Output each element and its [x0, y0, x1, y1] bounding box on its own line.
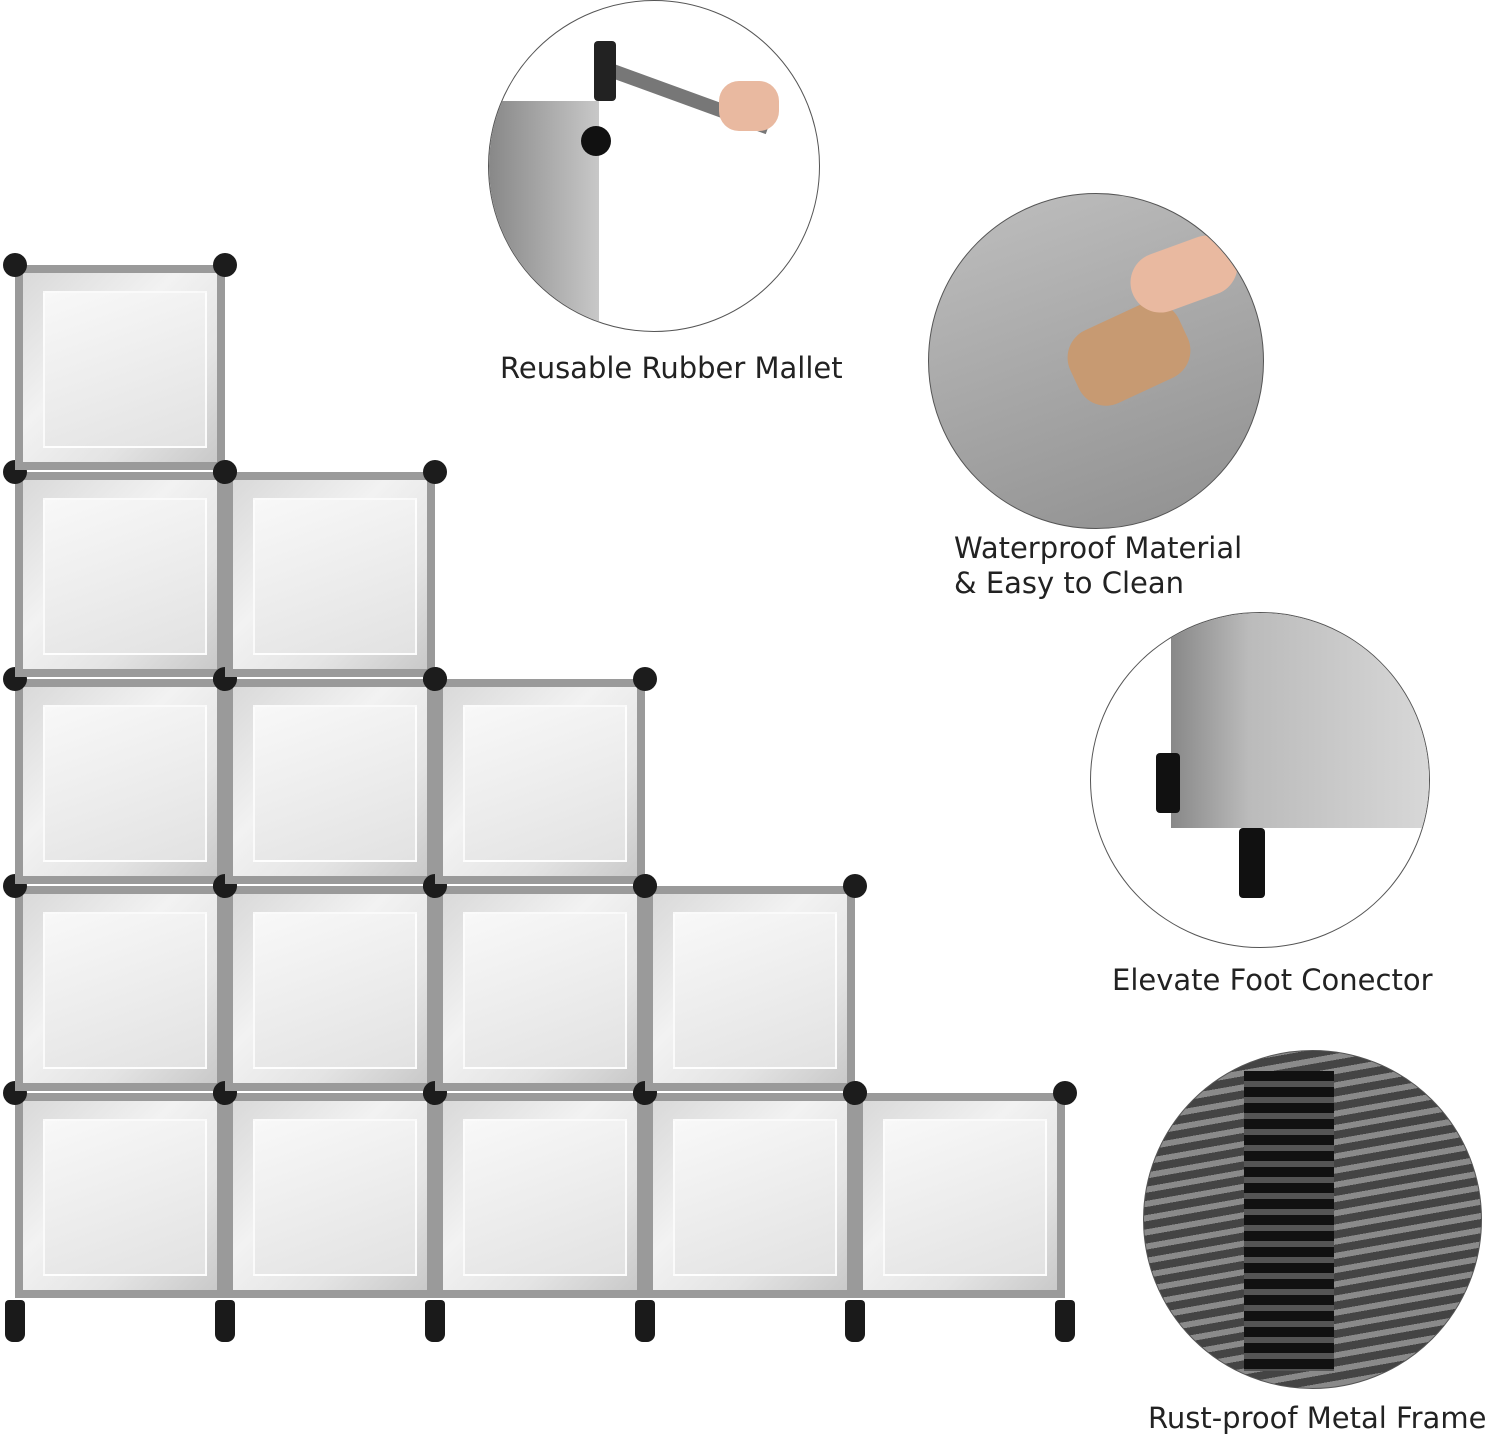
- storage-cube: [645, 886, 855, 1091]
- storage-cube: [15, 265, 225, 470]
- connector-knob: [423, 667, 447, 691]
- feature-caption-mallet: Reusable Rubber Mallet: [500, 351, 843, 385]
- shelf-foot: [5, 1300, 25, 1342]
- shelf-foot: [425, 1300, 445, 1342]
- storage-cube: [855, 1093, 1065, 1298]
- rubber-mallet-photo: [488, 0, 820, 332]
- connector-knob: [843, 1081, 867, 1105]
- storage-cube: [225, 472, 435, 677]
- feature-caption-frame: Rust-proof Metal Frame: [1148, 1401, 1487, 1435]
- storage-cube: [15, 1093, 225, 1298]
- storage-cube: [435, 886, 645, 1091]
- storage-cube: [435, 679, 645, 884]
- stacked-frame-photo: [1143, 1050, 1482, 1389]
- storage-cube: [435, 1093, 645, 1298]
- storage-cube: [225, 679, 435, 884]
- storage-cube: [645, 1093, 855, 1298]
- feature-caption-waterproof-line1: Waterproof Material: [954, 531, 1243, 565]
- connector-knob: [3, 253, 27, 277]
- connector-knob: [843, 874, 867, 898]
- connector-knob: [213, 460, 237, 484]
- feature-caption-waterproof-line2: & Easy to Clean: [954, 566, 1185, 600]
- storage-cube: [15, 679, 225, 884]
- storage-cube: [15, 886, 225, 1091]
- shelf-foot: [845, 1300, 865, 1342]
- connector-knob: [633, 667, 657, 691]
- shelf-foot: [215, 1300, 235, 1342]
- foot-connector-photo: [1090, 612, 1430, 948]
- connector-knob: [213, 253, 237, 277]
- shelf-foot: [1055, 1300, 1075, 1342]
- connector-knob: [1053, 1081, 1077, 1105]
- shelf-foot: [635, 1300, 655, 1342]
- storage-cube: [225, 1093, 435, 1298]
- storage-cube: [225, 886, 435, 1091]
- feature-caption-foot: Elevate Foot Conector: [1112, 963, 1433, 997]
- connector-knob: [423, 460, 447, 484]
- connector-knob: [633, 874, 657, 898]
- storage-cube: [15, 472, 225, 677]
- wiping-panel-photo: [928, 193, 1264, 529]
